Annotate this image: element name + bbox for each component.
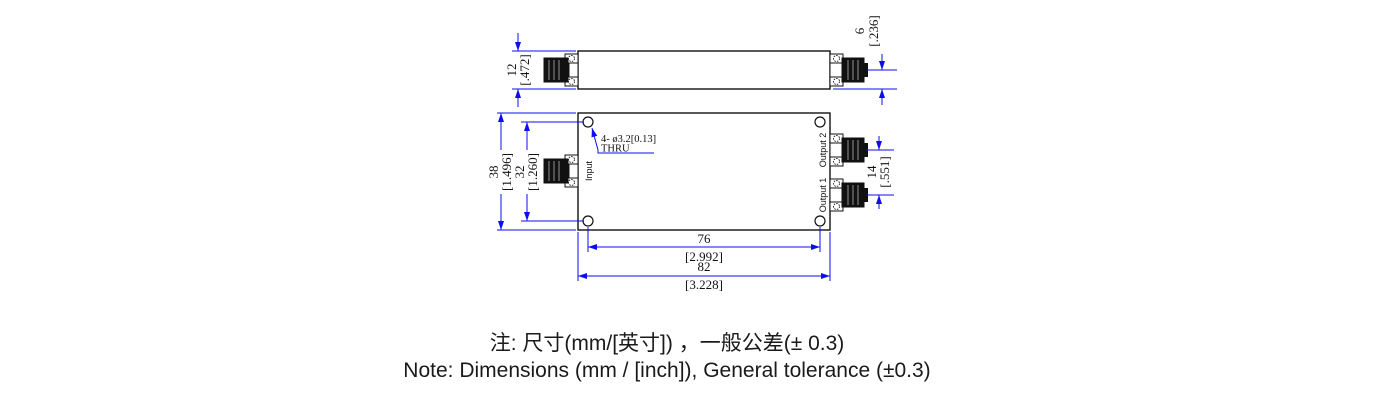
dim-32-inch: [1.260]	[525, 153, 540, 191]
screw-icon	[568, 179, 575, 186]
dim-38-mm: 38	[486, 166, 501, 179]
dim-82: 82 [3.228]	[577, 232, 831, 292]
connector-neck	[568, 62, 579, 78]
arrowhead-icon	[524, 212, 530, 221]
connector-barrel	[543, 57, 569, 83]
arrowhead-icon	[498, 221, 504, 230]
arrowhead-icon	[591, 128, 598, 138]
screw-icon	[833, 135, 840, 142]
dim-14-mm: 14	[864, 165, 879, 179]
top-view: 12 [.472] 6 [.236]	[504, 15, 897, 107]
connector-tip	[864, 63, 868, 77]
dim-38-inch: [1.496]	[499, 153, 514, 191]
input-connector	[543, 154, 579, 188]
connector-neck	[829, 62, 843, 78]
arrowhead-icon	[498, 113, 504, 122]
top-view-body	[577, 50, 831, 90]
connector-neck	[568, 163, 579, 179]
note-line-zh: 注: 尺寸(mm/[英寸]) ，一般公差(± 0.3)	[490, 332, 845, 355]
note-line-en: Note: Dimensions (mm / [inch]), General …	[403, 359, 930, 382]
connector-barrel	[543, 158, 569, 184]
arrowhead-icon	[524, 122, 530, 131]
arrowhead-icon	[811, 244, 820, 250]
dim-14-inch: [.551]	[877, 156, 892, 187]
note-block: 注: 尺寸(mm/[英寸]) ，一般公差(± 0.3) Note: Dimens…	[403, 332, 930, 382]
callout-line2: THRU	[601, 144, 630, 155]
dim-12-inch: [.472]	[517, 54, 532, 85]
dim-14: 14 [.551]	[864, 136, 894, 209]
mounting-hole	[814, 215, 826, 227]
output2-connector	[829, 133, 868, 167]
mounting-hole	[582, 116, 594, 128]
arrowhead-icon	[588, 244, 597, 250]
arrowhead-icon	[876, 195, 882, 204]
screw-icon	[568, 78, 575, 85]
dim-32-mm: 32	[512, 166, 527, 179]
dim-82-inch: [3.228]	[685, 277, 723, 292]
dim-6-mm: 6	[852, 27, 867, 34]
dim-82-mm: 82	[698, 259, 711, 274]
arrowhead-icon	[821, 273, 830, 279]
top-output-connector	[829, 53, 868, 87]
connector-neck	[829, 142, 843, 158]
arrowhead-icon	[515, 42, 521, 51]
mounting-hole	[814, 116, 826, 128]
mounting-hole	[582, 215, 594, 227]
dim-6-inch: [.236]	[866, 15, 881, 46]
dim-12-mm: 12	[504, 64, 519, 77]
output1-connector	[829, 178, 868, 212]
hole-callout: 4- ø3.2[0.13] THRU	[591, 127, 656, 155]
dim-76-inch: [2.992]	[685, 249, 723, 264]
output2-label: Output 2	[818, 133, 828, 168]
screw-icon	[833, 203, 840, 210]
callout-line1: 4- ø3.2[0.13]	[601, 134, 656, 145]
screw-icon	[568, 156, 575, 163]
arrowhead-icon	[515, 89, 521, 98]
dim-38: 38 [1.496]	[486, 112, 576, 231]
top-input-connector	[543, 53, 579, 87]
dim-32: 32 [1.260]	[512, 121, 584, 222]
dim-6: 6 [.236]	[833, 15, 897, 105]
screw-icon	[833, 180, 840, 187]
screw-icon	[568, 55, 575, 62]
screw-icon	[833, 78, 840, 85]
screw-icon	[833, 55, 840, 62]
dim-76: 76 [2.992]	[587, 227, 821, 264]
arrowhead-icon	[879, 61, 885, 70]
arrowhead-icon	[879, 89, 885, 98]
screw-icon	[833, 158, 840, 165]
arrowhead-icon	[578, 273, 587, 279]
output1-label: Output 1	[818, 178, 828, 213]
arrowhead-icon	[876, 141, 882, 150]
connector-neck	[829, 187, 843, 203]
leader-line	[591, 127, 654, 154]
dim-76-mm: 76	[698, 231, 712, 246]
dim-12: 12 [.472]	[504, 33, 576, 107]
front-view-body	[577, 112, 831, 231]
input-label: Input	[584, 160, 594, 181]
front-view: Input Output 2 Outpu	[486, 112, 894, 292]
